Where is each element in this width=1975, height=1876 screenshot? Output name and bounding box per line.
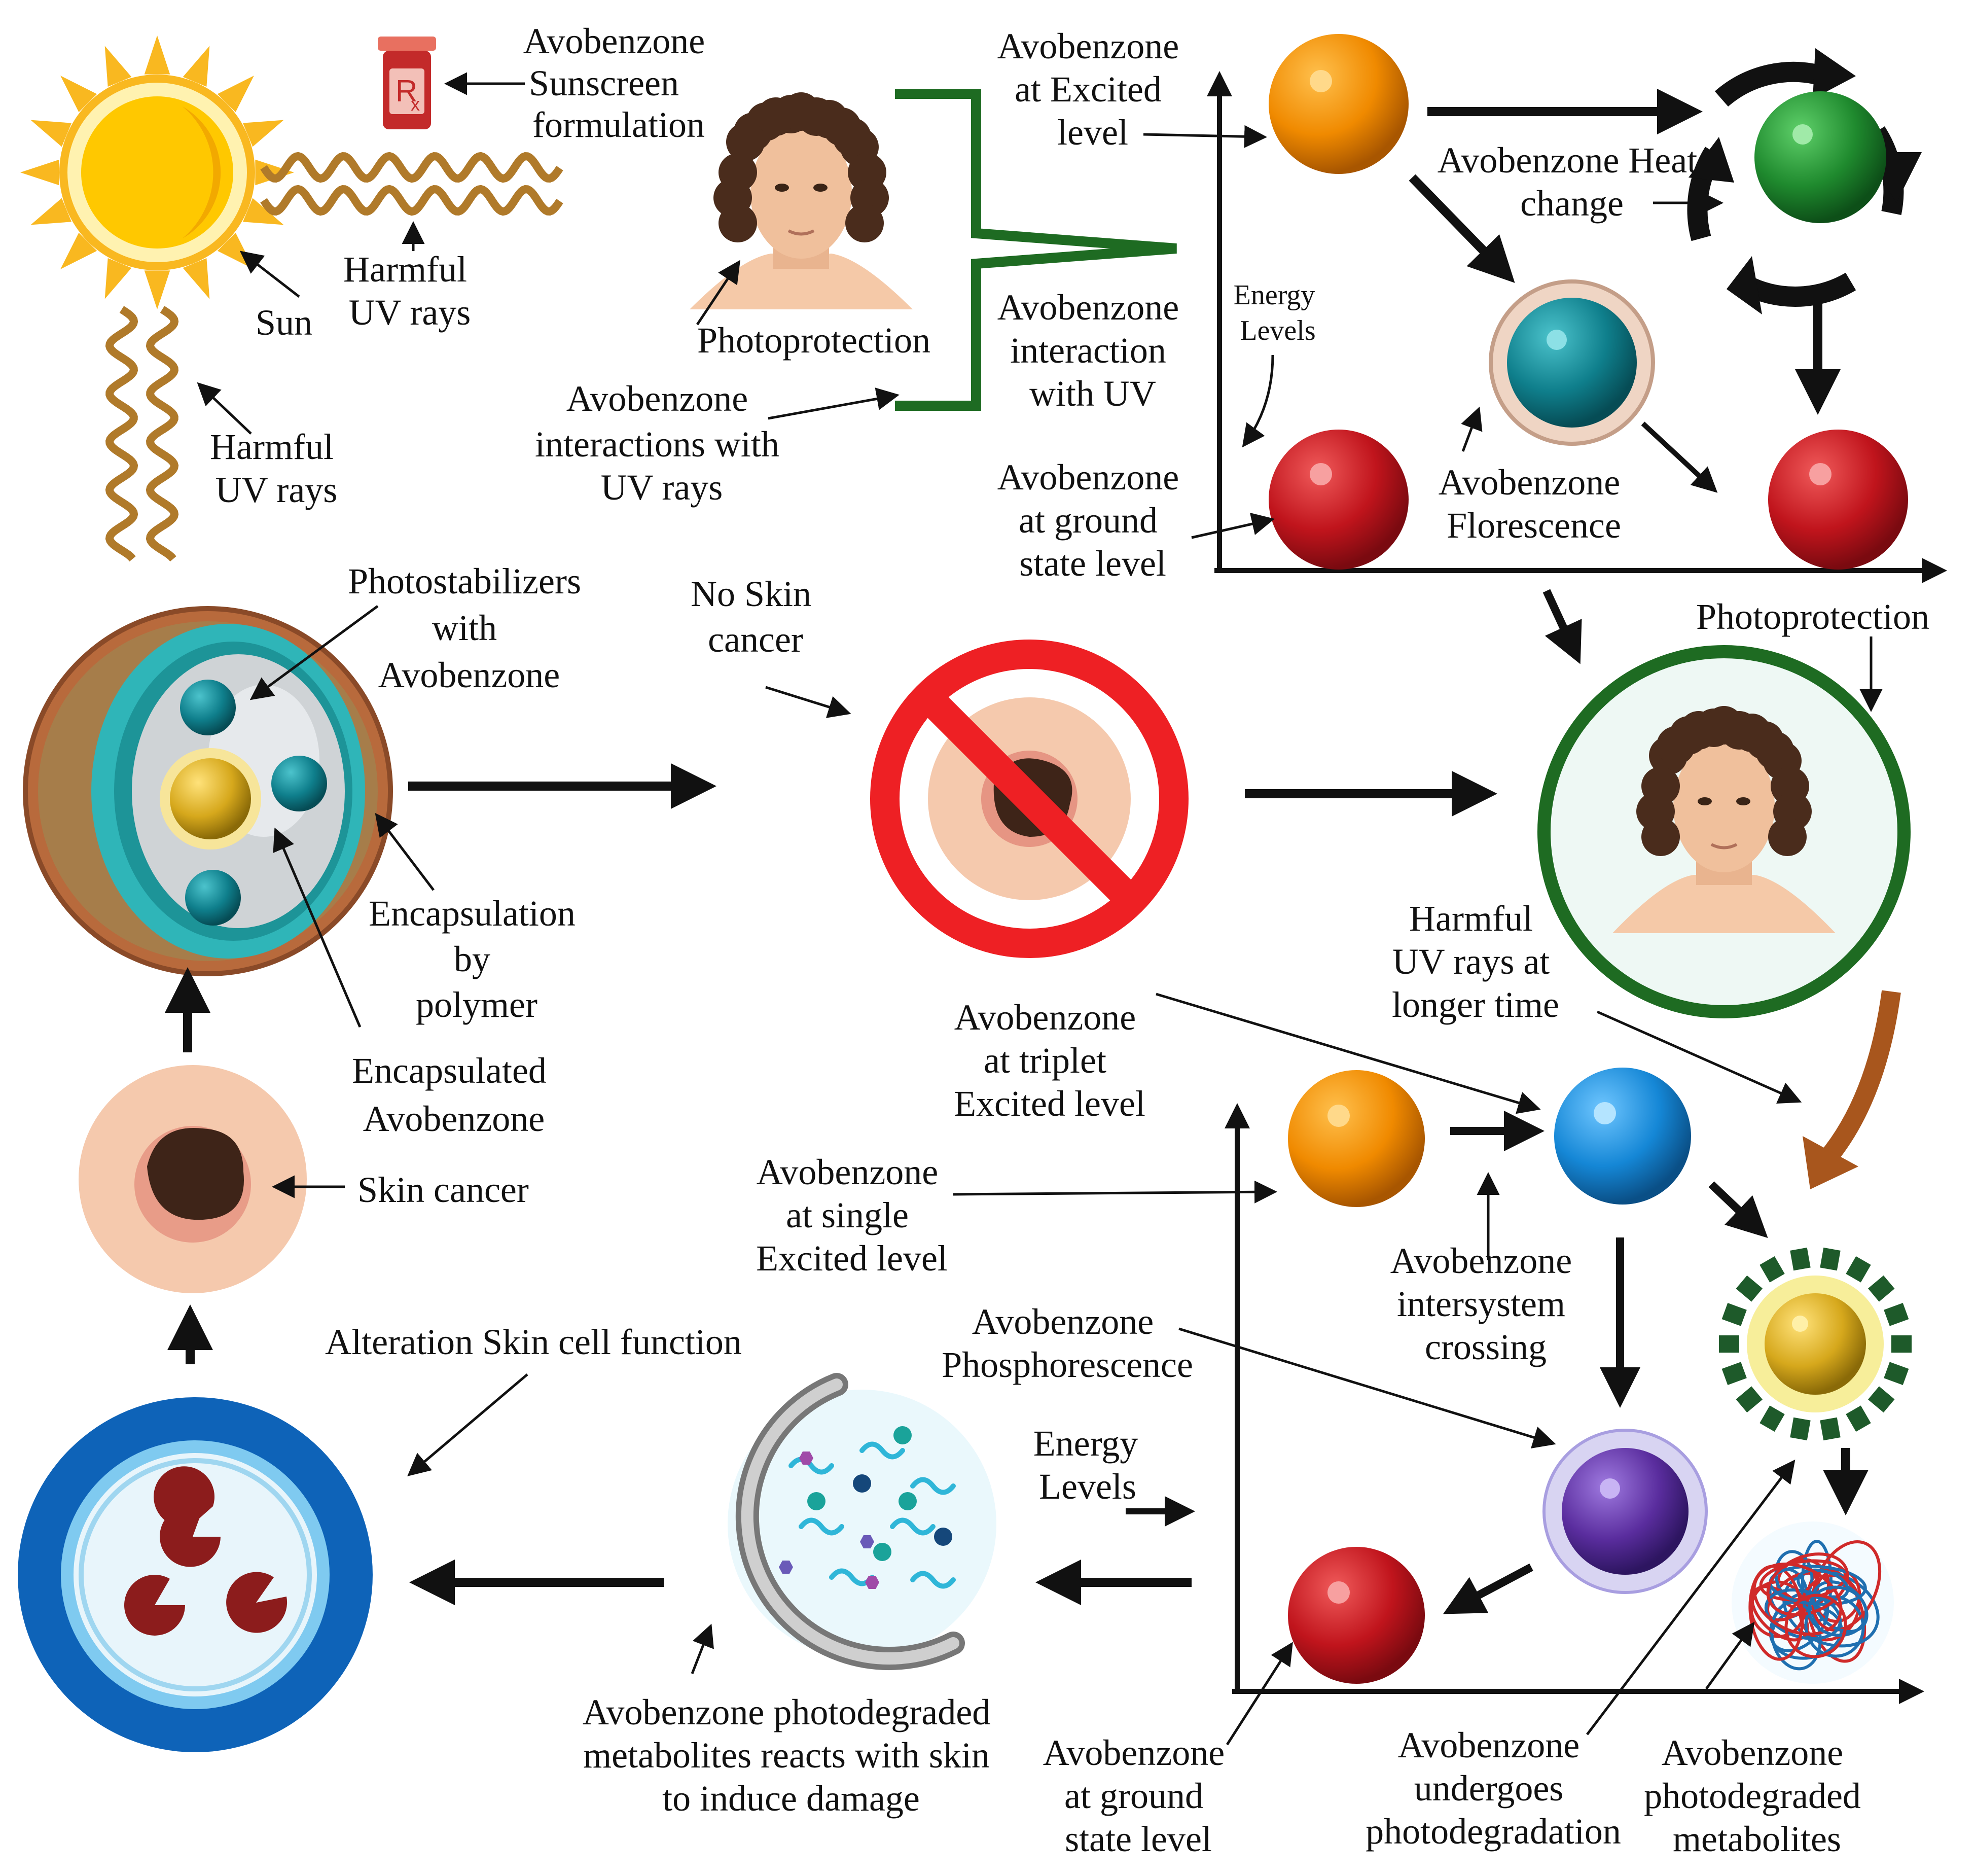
label-uv-left: Harmful UV rays (210, 427, 343, 510)
rx-bottle-icon: R x (378, 37, 436, 129)
label-intersystem: Avobenzone intersystem crossing (1390, 1241, 1582, 1367)
orange-ball-single (1288, 1070, 1425, 1207)
recycle-heat-icon (1687, 48, 1922, 314)
label-sunscreen: Avobenzone Sunscreen formulation (523, 21, 714, 145)
label-photoprotection-right: Photoprotection (1696, 596, 1929, 637)
label-phosphorescence: Avobenzone Phosphorescence (942, 1301, 1193, 1385)
no-symbol-icon (870, 640, 1189, 958)
yellow-ball-photodegradation (1719, 1247, 1912, 1441)
label-heat-change: Avobenzone Heat change (1438, 140, 1706, 224)
label-florescence: Avobenzone Florescence (1439, 462, 1630, 546)
tangled-polymer-icon (1732, 1521, 1894, 1684)
label-encapsulation: Encapsulation by polymer (369, 893, 585, 1025)
label-uv-longer: Harmful UV rays at longer time (1392, 898, 1559, 1025)
woman-face-icon (690, 92, 913, 309)
red-ball-ground-bottom (1288, 1547, 1425, 1684)
label-interaction-uv: Avobenzone interaction with UV (997, 287, 1189, 414)
label-sun: Sun (256, 302, 312, 343)
label-skin-cancer: Skin cancer (357, 1170, 529, 1210)
encapsulation-capsule-icon (23, 606, 393, 976)
label-alteration: Alteration Skin cell function (325, 1322, 742, 1362)
label-photostabilizers: Photostabilizers with Avobenzone (348, 561, 590, 695)
teal-ball-florescence (1489, 279, 1655, 446)
blue-ball-triplet (1554, 1068, 1691, 1205)
label-undergoes: Avobenzone undergoes photodegradation (1366, 1725, 1621, 1852)
uv-wave-left (105, 306, 179, 562)
label-no-cancer: No Skin cancer (691, 574, 820, 660)
uv-interaction-bracket (895, 89, 1177, 411)
label-metabolites-damage: Avobenzone photodegraded metabolites rea… (583, 1692, 999, 1819)
label-energy-levels-bottom: Energy Levels (1033, 1423, 1147, 1507)
label-encapsulated: Encapsulated Avobenzone (352, 1050, 556, 1139)
photodegraded-vesicle-icon (728, 1373, 996, 1670)
label-energy-levels-top: Energy Levels (1234, 279, 1322, 346)
svg-text:R: R (396, 74, 417, 108)
label-triplet: Avobenzone at triplet Excited level (954, 997, 1145, 1124)
sun-icon (20, 36, 294, 309)
red-ball-ground-top (1269, 430, 1409, 570)
photoprotected-face-icon (1537, 645, 1911, 1018)
label-interactions-uv: Avobenzone interactions with UV rays (535, 378, 788, 508)
label-excited: Avobenzone at Excited level (997, 26, 1189, 153)
uv-longer-curved-arrow (1813, 990, 1901, 1173)
label-ground-top: Avobenzone at ground state level (997, 457, 1189, 584)
label-single: Avobenzone at single Excited level (756, 1152, 948, 1279)
skin-lesion-icon (79, 1065, 307, 1293)
purple-ball-phosphorescence (1542, 1429, 1708, 1594)
label-photoprotection-top: Photoprotection (697, 320, 930, 361)
skin-cell-icon (18, 1397, 373, 1752)
svg-text:x: x (411, 94, 420, 115)
label-metabolites: Avobenzone photodegraded metabolites (1644, 1732, 1870, 1859)
orange-ball-excited-top (1269, 34, 1409, 174)
pointer-arrows (197, 72, 1883, 1746)
label-uv-top: Harmful UV rays (343, 249, 476, 333)
uv-wave-right (260, 152, 563, 216)
red-ball-right-top (1768, 430, 1908, 570)
label-ground-bottom: Avobenzone at ground state level (1043, 1732, 1234, 1859)
